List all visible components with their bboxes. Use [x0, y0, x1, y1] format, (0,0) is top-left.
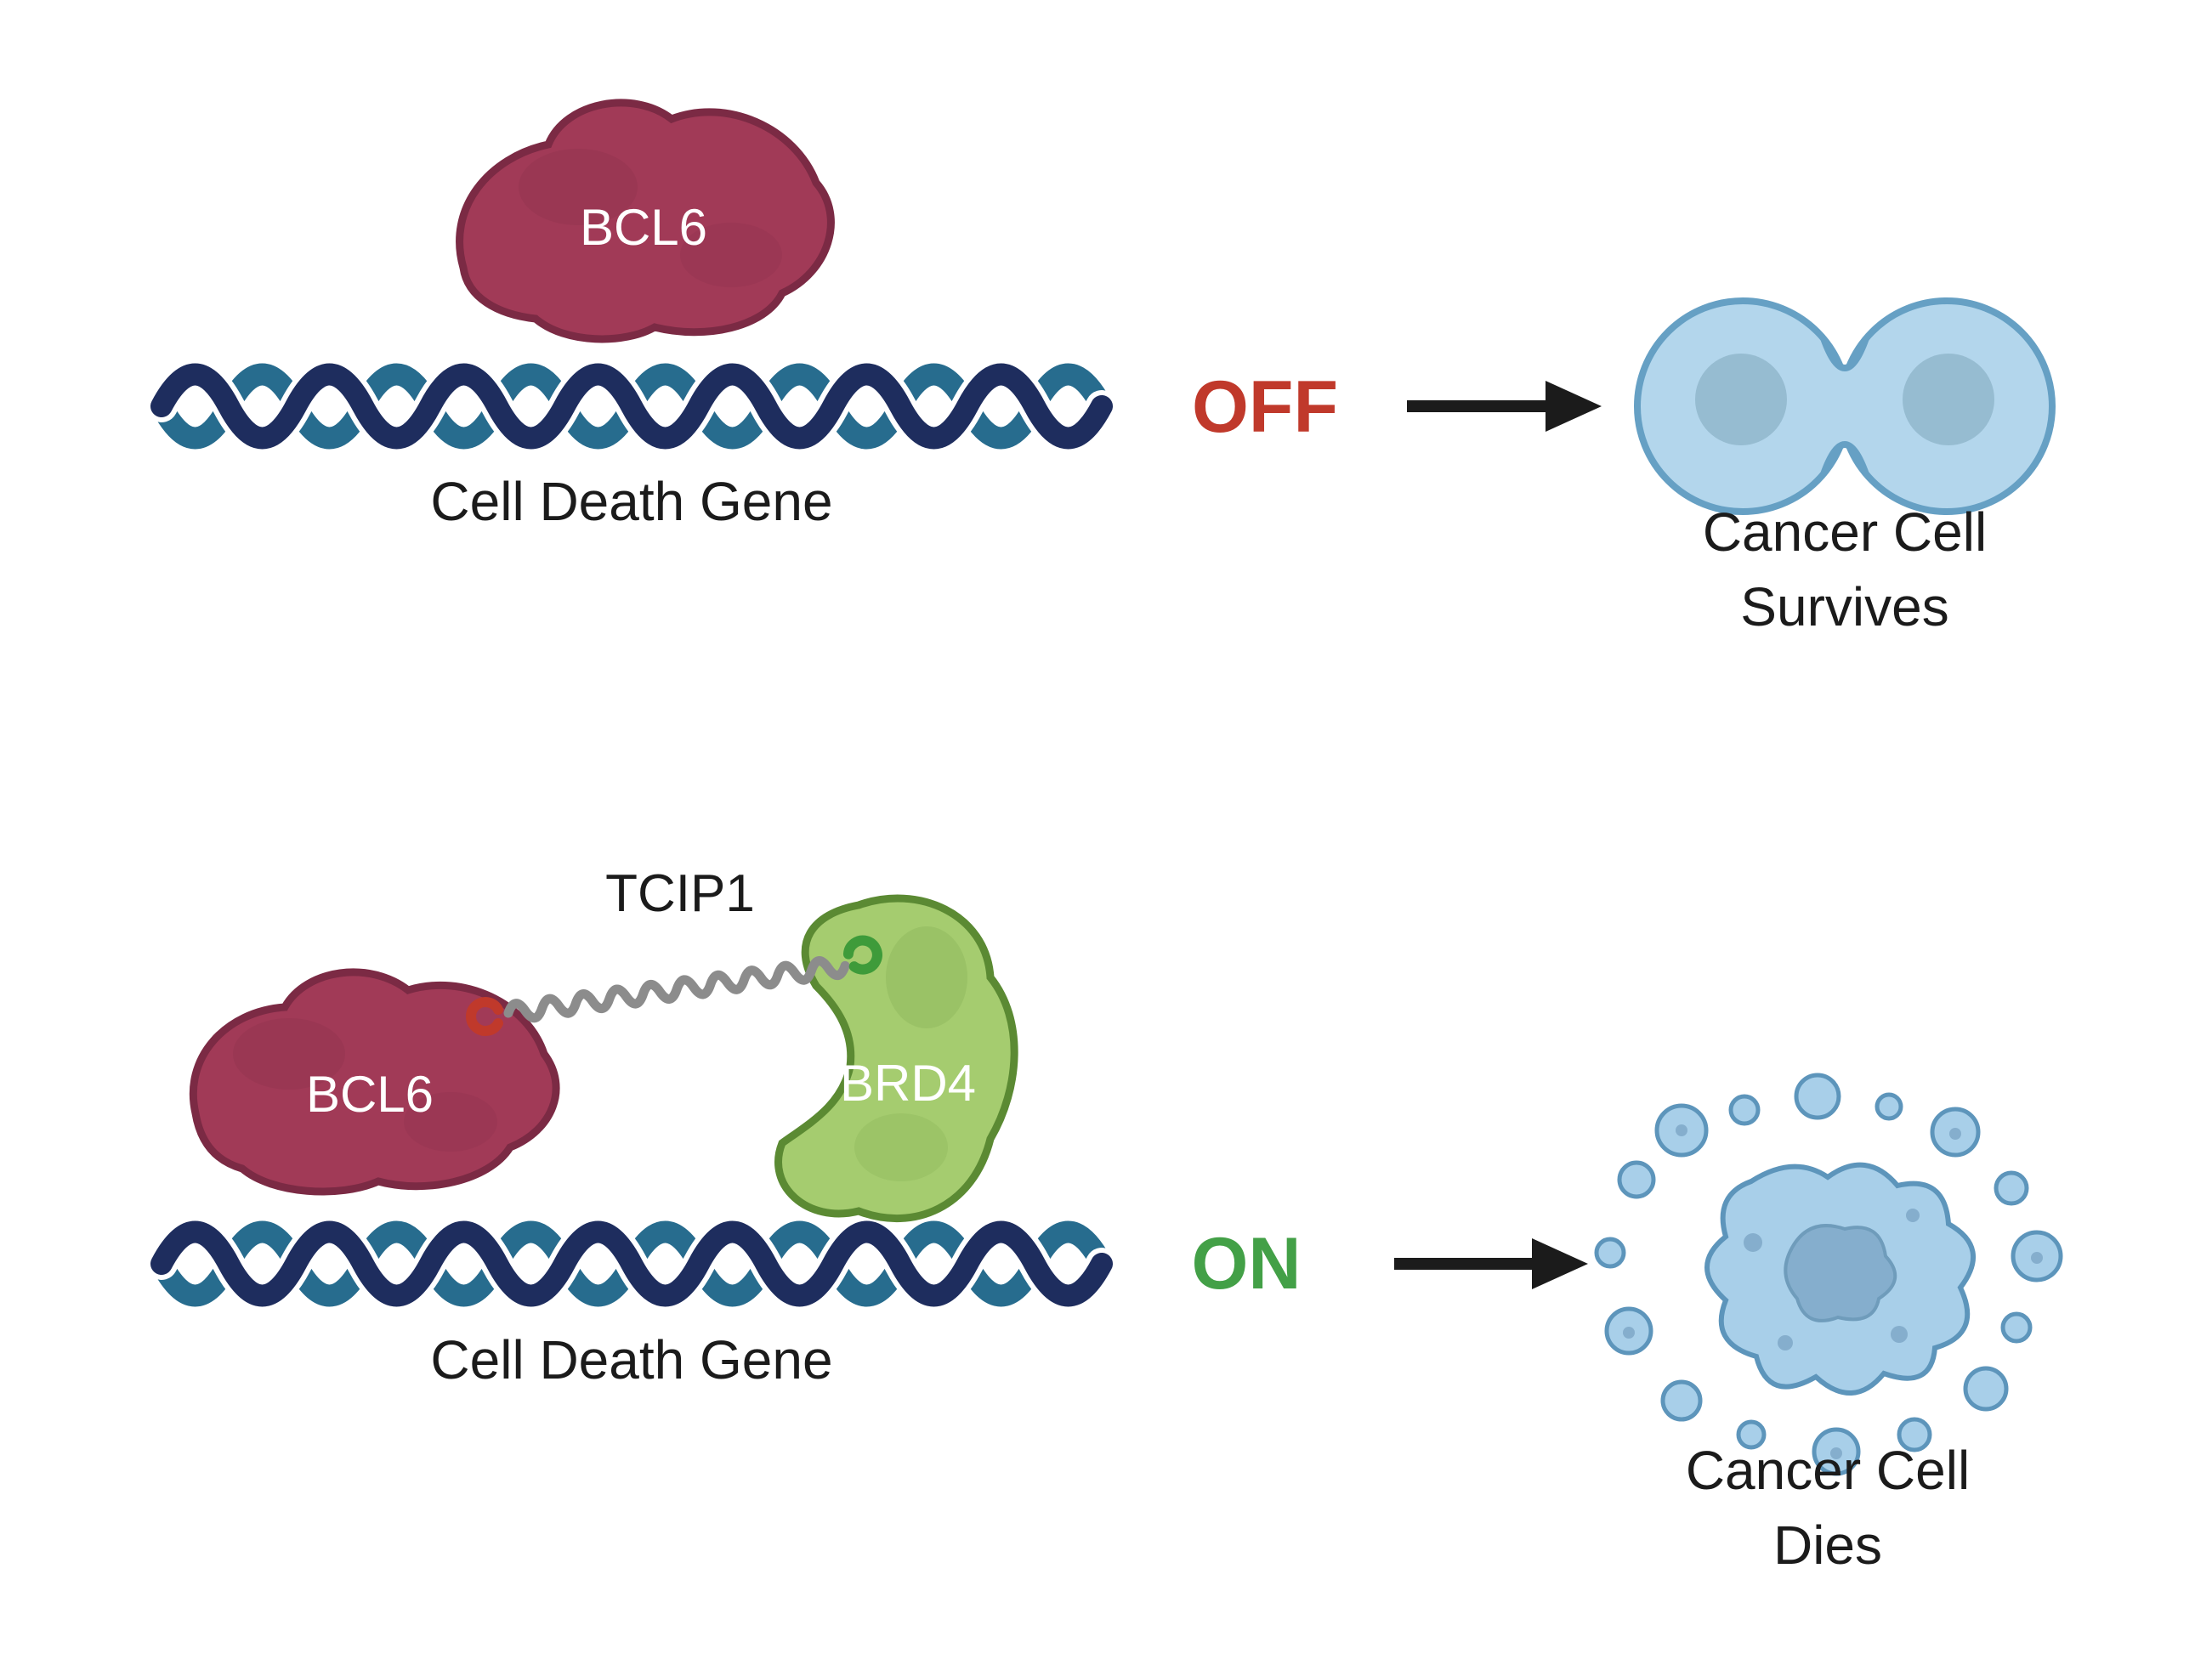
tcip1-molecule: TCIP1: [466, 864, 882, 1036]
linker-squiggle: [503, 956, 850, 1023]
bcl6-protein-top: BCL6: [456, 99, 835, 343]
nucleus-fragment: [1830, 1447, 1842, 1459]
brd4-binder-hook-icon: [842, 935, 882, 975]
dna-helix-bottom: [145, 1215, 1118, 1312]
apoptotic-nucleus: [1784, 1224, 1897, 1322]
nucleus-fragment: [1906, 1209, 1920, 1222]
state-label-on: ON: [1192, 1223, 1302, 1305]
bcl6-label-top: BCL6: [580, 199, 707, 256]
protein-texture: [886, 926, 967, 1028]
apoptotic-bleb: [1897, 1417, 1932, 1452]
nucleus-right: [1903, 354, 1994, 445]
cell-neck-top-edge: [1820, 337, 1869, 371]
outcome-top-line2: Survives: [1740, 576, 1948, 637]
bcl6-label-bottom: BCL6: [306, 1066, 434, 1123]
gene-label-bottom: Cell Death Gene: [430, 1329, 832, 1390]
tcip1-label: TCIP1: [605, 864, 755, 923]
nucleus-fragment: [1623, 1327, 1635, 1339]
dna-strand-navy: [150, 1220, 1113, 1307]
bcl6-binder-hook-icon: [466, 997, 503, 1036]
state-label-off: OFF: [1192, 366, 1338, 448]
bcl6-blob: [189, 968, 560, 1196]
nucleus-fragment: [1891, 1326, 1908, 1343]
outcome-top-line1: Cancer Cell: [1703, 501, 1987, 563]
arrow-top: [1407, 381, 1602, 432]
brd4-label: BRD4: [840, 1055, 976, 1112]
cell-neck-bottom-edge: [1820, 441, 1869, 476]
bcl6-blob: [456, 99, 835, 343]
apoptotic-bleb: [1963, 1366, 2009, 1412]
protein-texture: [233, 1018, 345, 1090]
protein-texture: [854, 1113, 948, 1181]
nucleus-fragment: [1744, 1233, 1762, 1252]
nucleus-fragment: [1778, 1335, 1793, 1350]
bottom-panel: BCL6 BRD4 TCIP1 Cell Death Gene ON: [145, 864, 2063, 1576]
arrow-head: [1532, 1238, 1588, 1289]
bcl6-protein-bottom: BCL6: [189, 968, 560, 1196]
protein-texture: [519, 149, 638, 225]
cell-neck-fill: [1823, 338, 1866, 474]
brd4-protein: BRD4: [774, 894, 1018, 1223]
dna-strand-navy: [150, 363, 1113, 450]
nucleus-fragment: [2031, 1252, 2043, 1264]
arrow-head: [1546, 381, 1602, 432]
apoptotic-bleb: [1594, 1237, 1626, 1269]
dna-helix-top: [145, 358, 1118, 455]
apoptotic-bleb: [1660, 1379, 1703, 1422]
gene-label-top: Cell Death Gene: [430, 471, 832, 532]
protein-texture: [680, 223, 782, 287]
top-panel: BCL6 Cell Death Gene OFF Cancer Cell Sur…: [145, 99, 2056, 637]
apoptotic-bleb: [1617, 1160, 1656, 1199]
apoptotic-bleb: [1794, 1073, 1841, 1120]
apoptotic-cell: [1594, 1073, 2063, 1476]
outcome-bottom-line2: Dies: [1773, 1515, 1882, 1576]
dividing-cell: [1634, 297, 2056, 515]
nucleus-fragment: [1949, 1128, 1961, 1140]
apoptotic-bleb: [1875, 1092, 1903, 1121]
arrow-bottom: [1394, 1238, 1588, 1289]
nucleus-fragment: [1676, 1124, 1687, 1136]
apoptotic-bleb: [2000, 1311, 2033, 1344]
protein-texture: [404, 1092, 497, 1152]
apoptotic-bleb: [1736, 1419, 1767, 1450]
outcome-bottom-line1: Cancer Cell: [1686, 1440, 1970, 1501]
nucleus-left: [1695, 354, 1787, 445]
apoptotic-bleb: [1728, 1094, 1761, 1126]
apoptotic-bleb: [1994, 1170, 2029, 1206]
